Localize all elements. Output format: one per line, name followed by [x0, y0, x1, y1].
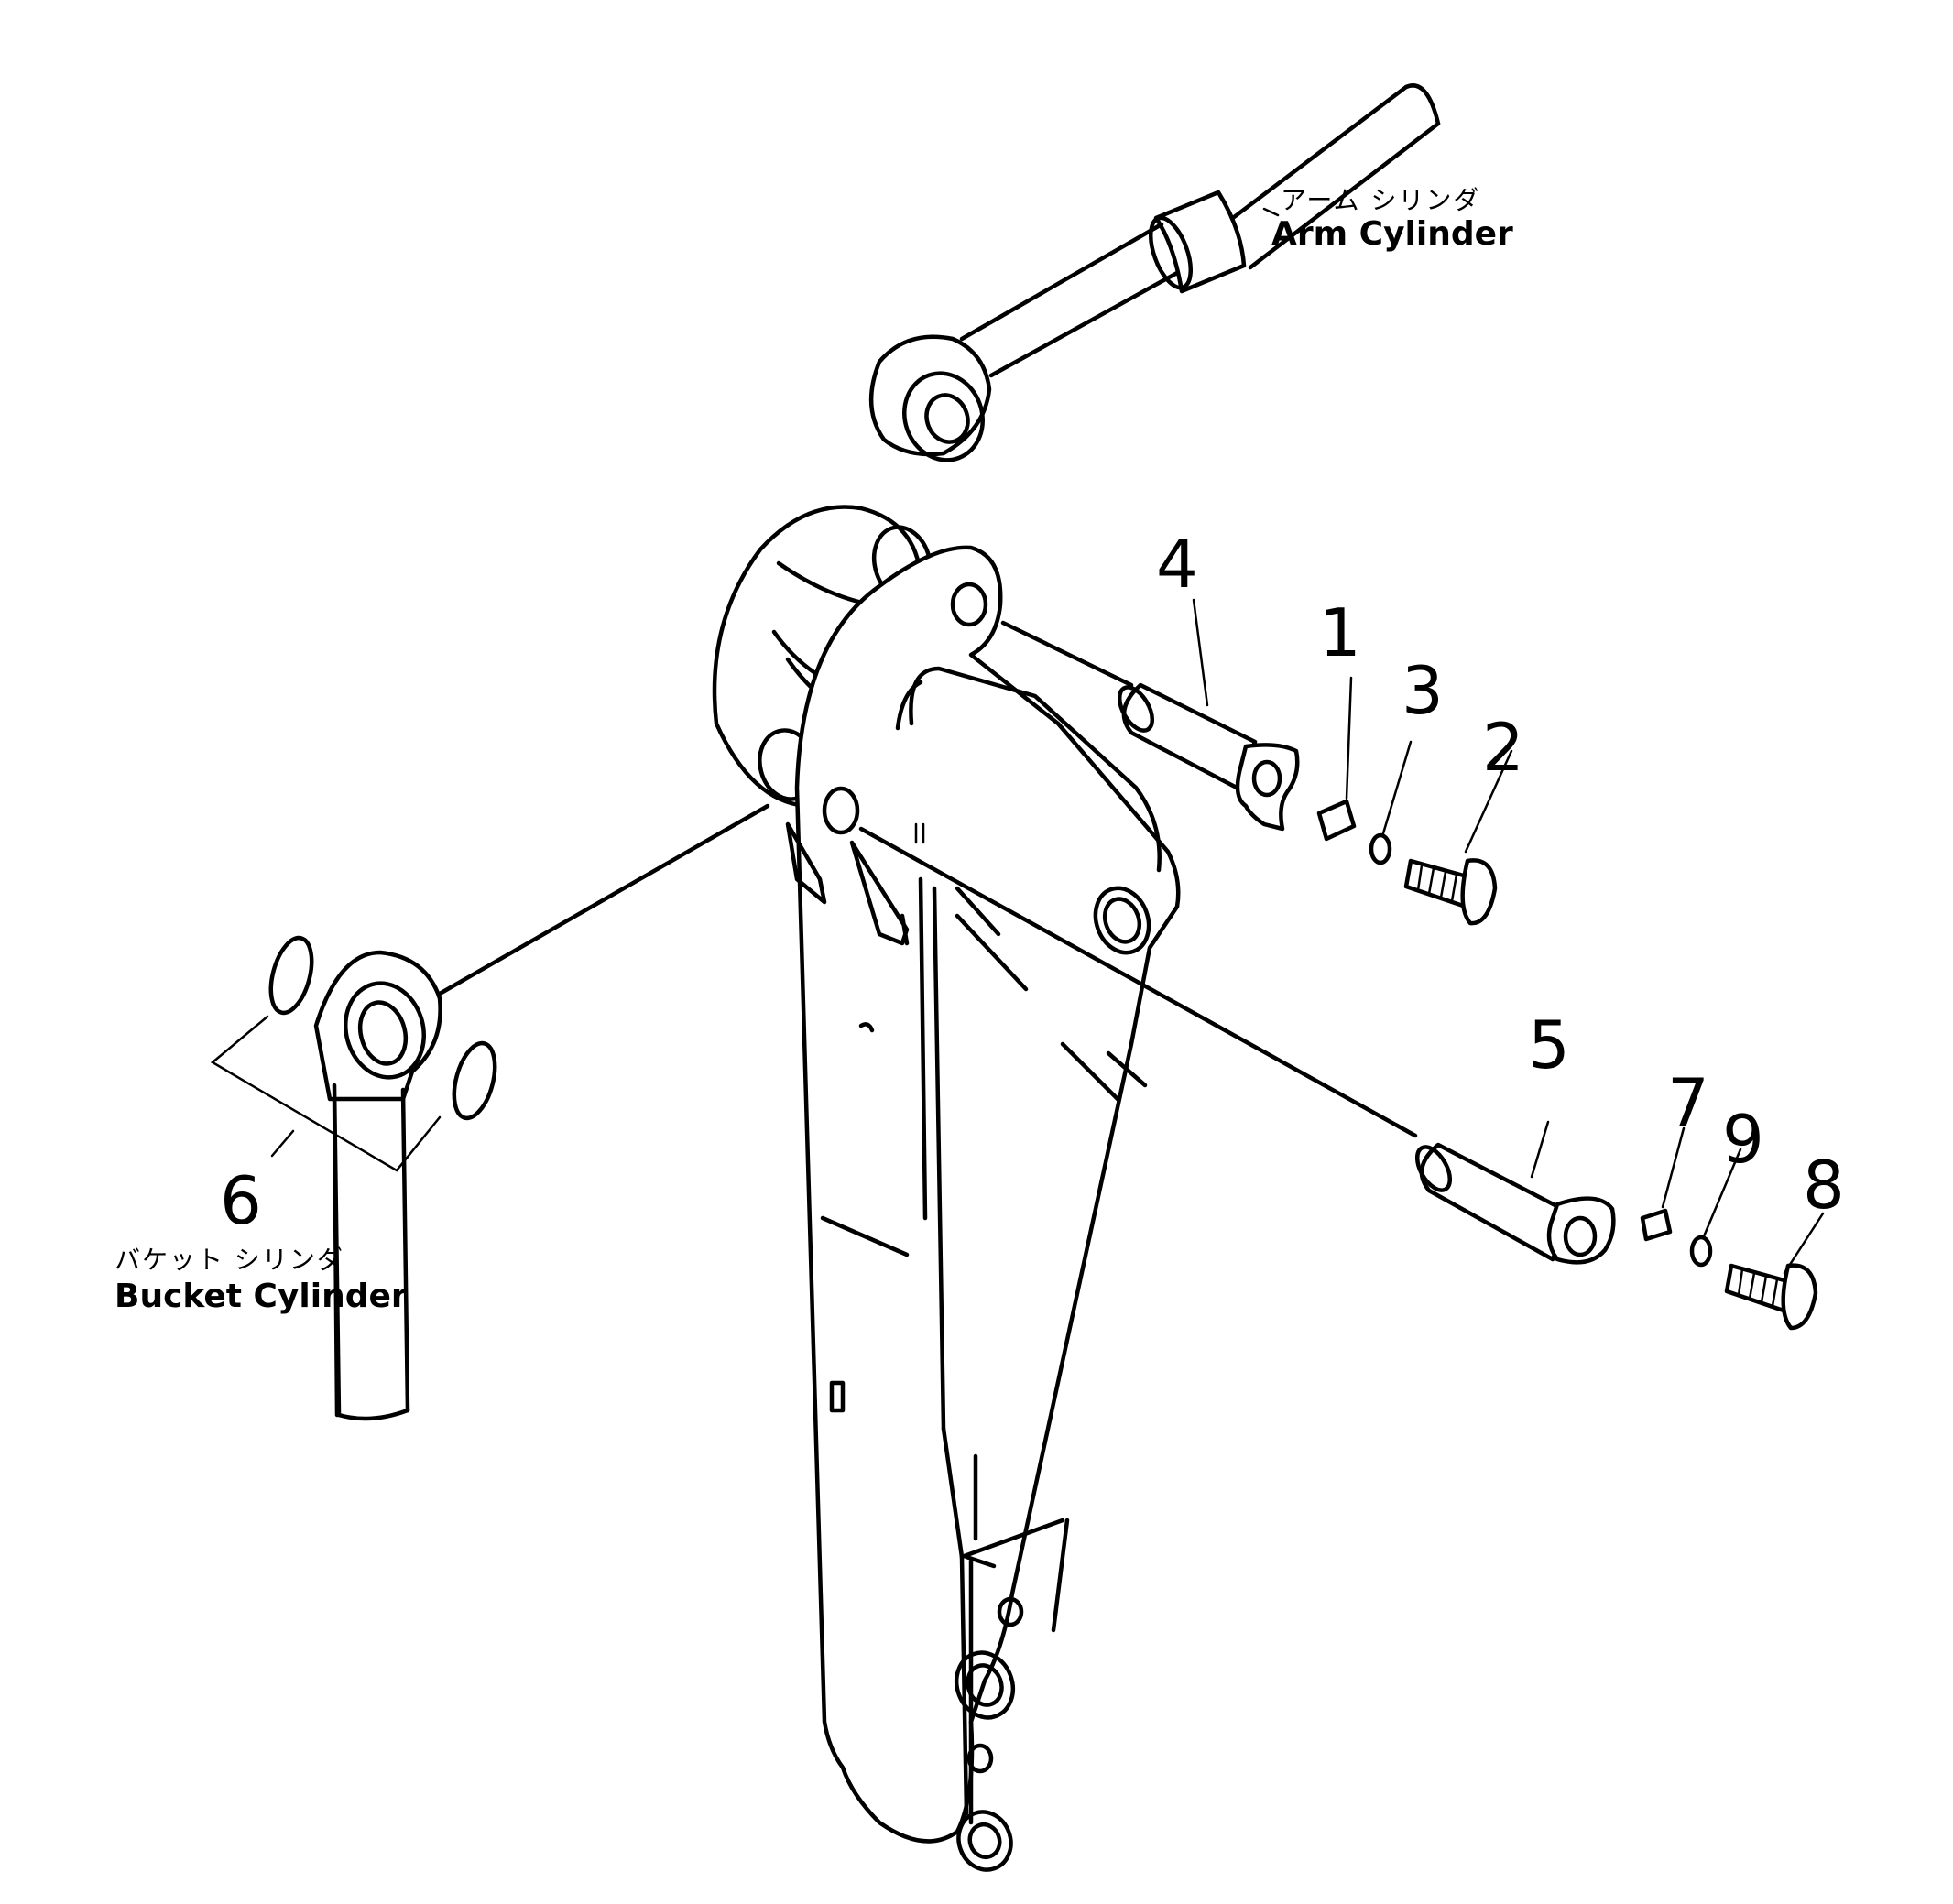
callout-6: 6	[220, 1162, 262, 1239]
callout-8: 8	[1803, 1147, 1845, 1224]
callout-7: 7	[1667, 1064, 1709, 1141]
bucket-cylinder	[313, 803, 770, 1421]
arm-cylinder-label-jp: アーム シリンダ	[1281, 185, 1481, 215]
arm-cylinder	[868, 83, 1441, 462]
arm-body	[712, 505, 1181, 1872]
part-7-keeper-plate	[1640, 1208, 1673, 1242]
callout-5: 5	[1528, 1006, 1570, 1083]
part-9-washer	[1689, 1235, 1713, 1268]
callout-3: 3	[1402, 652, 1444, 729]
bucket-cylinder-label-en: Bucket Cylinder	[115, 1278, 408, 1315]
pin-4-assembly	[1000, 620, 1300, 832]
leader-lines	[1192, 207, 1825, 1275]
callout-9: 9	[1722, 1101, 1764, 1178]
part-8-bolt	[1724, 1263, 1818, 1331]
callout-2: 2	[1482, 709, 1524, 786]
part-6-dust-seals	[210, 935, 497, 1172]
bucket-cylinder-label-jp: バケット シリンダ	[115, 1245, 344, 1275]
part-1-keeper-plate	[1316, 799, 1357, 842]
part-2-bolt	[1403, 858, 1498, 926]
part-3-washer	[1369, 832, 1392, 865]
callout-4: 4	[1156, 526, 1198, 603]
callout-1: 1	[1319, 594, 1361, 671]
arm-cylinder-label-en: Arm Cylinder	[1271, 215, 1513, 253]
pin-5-assembly	[858, 826, 1616, 1265]
